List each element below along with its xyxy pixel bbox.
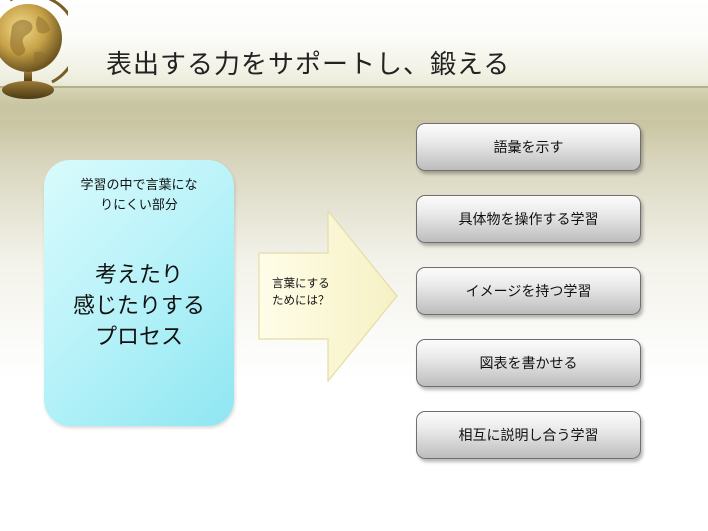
box-main-line: プロセス — [44, 322, 234, 353]
box-subtitle: 学習の中で言葉にな りにくい部分 — [54, 176, 224, 216]
thinking-process-box: 学習の中で言葉にな りにくい部分 考えたり 感じたりする プロセス — [44, 160, 234, 426]
method-button-vocabulary[interactable]: 語彙を示す — [416, 123, 641, 171]
slide-title: 表出する力をサポートし、鍛える — [106, 44, 510, 81]
globe-icon — [0, 0, 68, 104]
method-button-diagram[interactable]: 図表を書かせる — [416, 339, 641, 387]
box-main-text: 考えたり 感じたりする プロセス — [44, 260, 234, 353]
title-band — [0, 86, 708, 120]
arrow-label: 言葉にする ためには？ — [272, 275, 362, 309]
box-main-line: 考えたり — [44, 260, 234, 291]
title-divider — [0, 86, 708, 88]
box-subtitle-line: りにくい部分 — [54, 196, 224, 216]
box-subtitle-line: 学習の中で言葉にな — [54, 176, 224, 196]
method-button-explain[interactable]: 相互に説明し合う学習 — [416, 411, 641, 459]
arrow-label-line: 言葉にする — [272, 275, 362, 292]
method-button-manipulation[interactable]: 具体物を操作する学習 — [416, 195, 641, 243]
method-button-image[interactable]: イメージを持つ学習 — [416, 267, 641, 315]
box-main-line: 感じたりする — [44, 291, 234, 322]
arrow-label-line: ためには？ — [272, 292, 362, 309]
